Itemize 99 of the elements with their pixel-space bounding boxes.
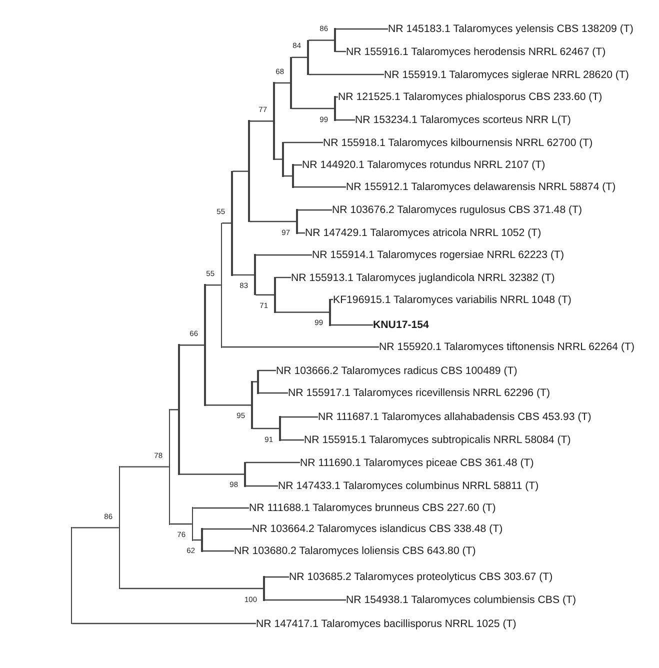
branch-line <box>246 485 278 487</box>
taxon-label: NR 155914.1 Talaromyces rogersiae NRRL 62223 (T) <box>312 249 564 261</box>
clade-node-line <box>118 466 120 590</box>
clade-node-line <box>292 164 294 188</box>
taxon-label: NR 103666.2 Talaromyces radicus CBS 100489 (T) <box>276 364 518 376</box>
clade-node-line <box>329 298 331 326</box>
clade-node-line <box>273 82 275 160</box>
branch-line <box>222 222 232 224</box>
clade-node-line <box>307 40 309 76</box>
clade-node-line <box>204 284 206 406</box>
branch-line <box>206 284 221 286</box>
clade-node-line <box>290 56 292 110</box>
branch-line <box>120 466 169 468</box>
branch-line <box>202 550 234 552</box>
branch-line <box>232 274 254 276</box>
branch-line <box>276 312 330 313</box>
taxon-label: NR 155915.1 Talaromyces subtropicalis NRRL 58084 (T) <box>304 434 571 446</box>
branch-line <box>336 28 388 30</box>
branch-line <box>180 344 204 346</box>
branch-line <box>336 50 346 52</box>
clade-node-line <box>70 527 72 624</box>
branch-line <box>250 220 296 222</box>
branch-line <box>120 588 264 590</box>
clade-node-line <box>254 254 256 296</box>
branch-line <box>308 74 384 76</box>
clade-node-line <box>274 276 276 313</box>
branch-line <box>336 119 355 121</box>
clade-node-line <box>279 416 281 441</box>
clade-node-line <box>168 409 170 525</box>
branch-line <box>202 528 252 530</box>
taxon-label: NR 144920.1 Talaromyces rotundus NRRL 2107 (T) <box>302 159 546 171</box>
clade-node-line <box>192 507 194 541</box>
branch-line <box>180 474 244 475</box>
taxon-label: KNU17-154 <box>373 319 429 331</box>
clade-node-line <box>244 462 246 487</box>
branch-line <box>252 428 280 430</box>
taxon-label: NR 155920.1 Talaromyces tiftonensis NRRL 62264 (T) <box>379 341 635 353</box>
clade-node-line <box>263 576 265 601</box>
taxon-label: NR 155912.1 Talaromyces delawarensis NRRL 58874 (T) <box>346 181 616 193</box>
branch-line <box>294 186 346 188</box>
clade-node-line <box>296 209 298 234</box>
clade-node-line <box>178 344 180 475</box>
branch-line <box>292 108 334 110</box>
clade-node-line <box>334 96 336 121</box>
branch-line <box>170 409 178 410</box>
taxon-label: NR 155918.1 Talaromyces kilbournensis NRRL 62700 (T) <box>323 136 593 148</box>
branch-line <box>193 507 249 509</box>
clade-node-line <box>231 170 233 276</box>
taxon-label: NR 153234.1 Talaromyces scorteus NRR L(T) <box>355 114 571 126</box>
clade-node-line <box>251 381 253 430</box>
taxon-label: NR 103664.2 Talaromyces islandicus CBS 338.48 (T) <box>252 523 503 535</box>
branch-line <box>256 294 274 296</box>
branch-line <box>298 209 332 211</box>
branch-line <box>250 120 274 122</box>
branch-line <box>280 439 304 441</box>
taxon-label: NR 155917.1 Talaromyces ricevillensis NRRL 62296 (T) <box>288 387 550 399</box>
branch-line <box>246 462 300 464</box>
branch-line <box>284 142 323 144</box>
taxon-label: NR 103676.2 Talaromyces rugulosus CBS 371.48 (T) <box>332 204 582 216</box>
branch-line <box>280 416 318 418</box>
branch-line <box>222 346 379 348</box>
taxon-label: NR 147433.1 Talaromyces columbinus NRRL 58811 (T) <box>278 480 539 492</box>
clade-node-line <box>282 142 284 177</box>
taxon-label: NR 154938.1 Talaromyces columbiensis CBS (T) <box>346 594 576 606</box>
clade-node-line <box>257 370 259 394</box>
clade-node-line <box>248 120 250 222</box>
branch-line <box>264 576 289 578</box>
taxon-label: KF196915.1 Talaromyces variabilis NRRL 1048 (T) <box>333 294 572 306</box>
taxon-label: NR 111688.1 Talaromyces brunneus CBS 227.60 (T) <box>249 502 496 514</box>
branch-line <box>330 324 373 326</box>
branch-line <box>256 254 312 256</box>
branch-line <box>206 404 252 406</box>
taxon-label: NR 145183.1 Talaromyces yelensis CBS 138209 (T) <box>388 23 634 35</box>
branch-line <box>264 599 346 601</box>
branch-line <box>72 527 119 528</box>
branch-line <box>232 170 248 172</box>
branch-line <box>170 523 192 525</box>
taxon-label: NR 147429.1 Talaromyces atricola NRRL 1052 (T) <box>305 227 542 239</box>
branch-line <box>292 56 308 58</box>
taxon-label: NR 111687.1 Talaromyces allahabadensis CBS 453.93 (T) <box>318 411 592 423</box>
taxon-label: NR 155919.1 Talaromyces siglerae NRRL 28620 (T) <box>384 68 629 80</box>
clade-node-line <box>201 528 203 552</box>
clade-node-line <box>334 28 336 52</box>
taxon-label: NR 155913.1 Talaromyces juglandicola NRRL 32382 (T) <box>291 272 555 284</box>
taxon-label: NR 121525.1 Talaromyces phialosporus CBS 233.60 (T) <box>338 91 602 103</box>
taxon-label: NR 103685.2 Talaromyces proteolyticus CBS 303.67 (T) <box>289 571 553 583</box>
branch-line <box>258 370 276 372</box>
taxon-label: NR 147417.1 Talaromyces bacillisporus NRRL 1025 (T) <box>256 618 516 630</box>
branch-line <box>308 40 334 41</box>
branch-line <box>252 381 258 382</box>
taxon-label: NR 111690.1 Talaromyces piceae CBS 361.48 (T) <box>300 456 534 468</box>
branch-line <box>274 158 282 160</box>
clade-node-line <box>220 222 222 348</box>
branch-line <box>72 622 256 624</box>
taxon-label: NR 155916.1 Talaromyces herodensis NRRL 62467 (T) <box>346 46 606 58</box>
branch-line <box>274 82 290 84</box>
taxon-label: NR 103680.2 Talaromyces loliensis CBS 643.80 (T) <box>234 545 476 557</box>
branch-line <box>258 392 288 394</box>
branch-line <box>276 276 291 278</box>
